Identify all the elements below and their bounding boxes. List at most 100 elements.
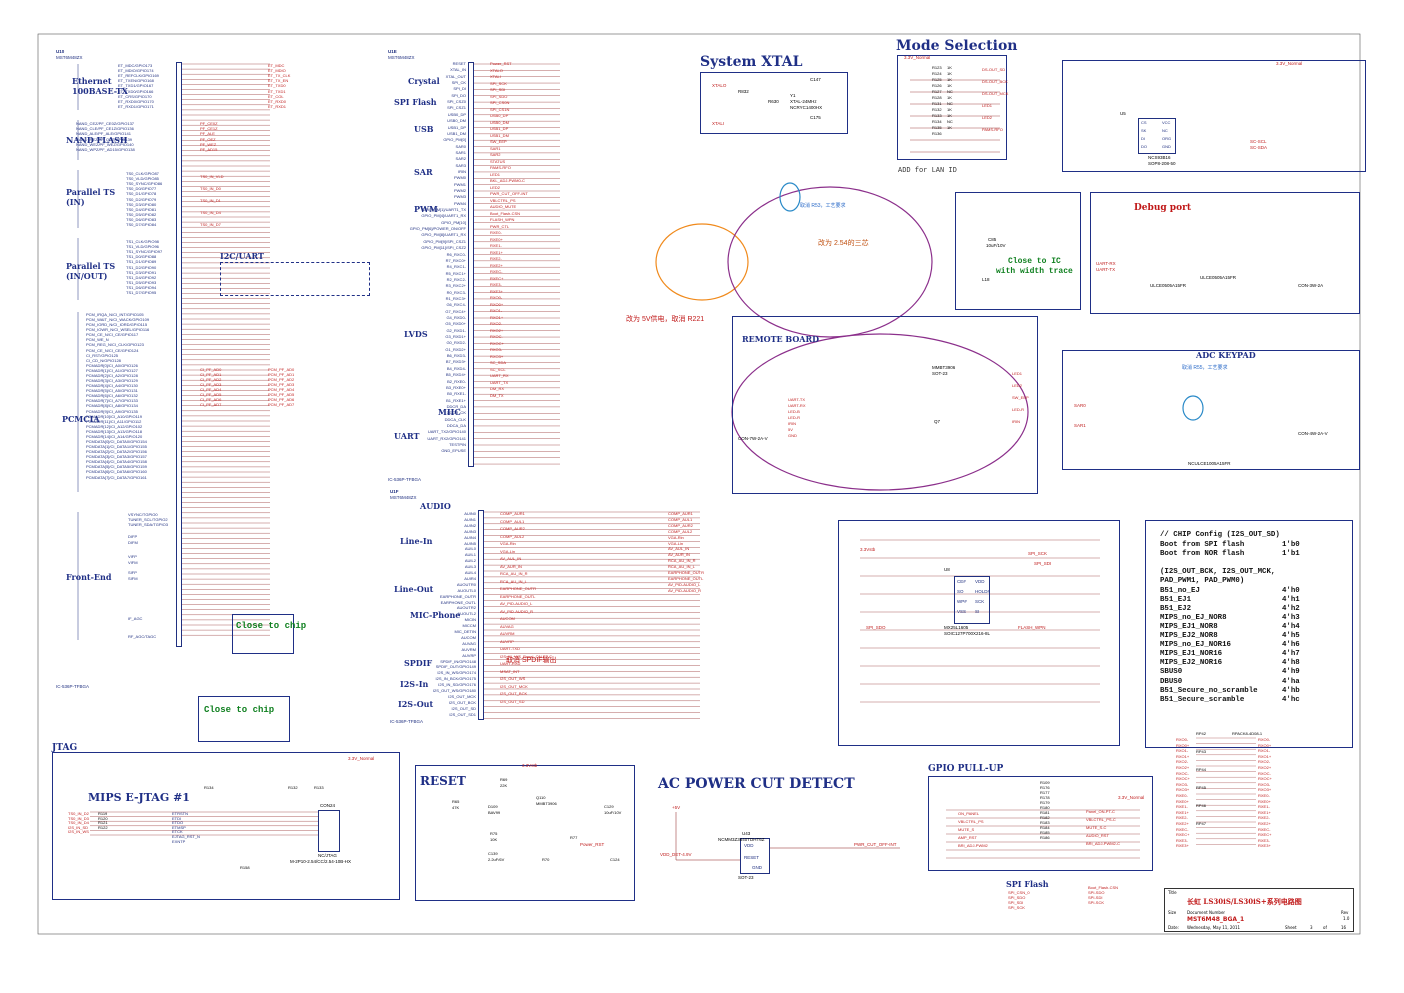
remote-pin: LED-B [788, 409, 800, 414]
u10-net-ethernet: ET_TXD0 [268, 83, 286, 89]
u10-net-pcm: CI_PF_AD6 [200, 397, 222, 402]
chip-config-value: 4'h7 [1282, 650, 1300, 659]
gpio-pullup-supply: 3.3V_Normal [1118, 795, 1145, 800]
u10-pin: TS0_D5/GPIO82 [126, 211, 157, 217]
chip-config-value: 4'hc [1282, 695, 1300, 704]
u1e-pin: USB0_DM [447, 118, 466, 124]
u1e-net: RXE2+ [490, 262, 503, 268]
u1e-pin: SAR2 [455, 156, 466, 162]
u1e-pin: G5_RXD0+ [445, 321, 466, 327]
mode-selection-block [897, 55, 1007, 160]
u10-pin: NAND_WEZ/PF_WEZ/GPIO140 [76, 141, 134, 147]
u1f-net: I2S_OUT_WS [500, 676, 526, 681]
debug-diode: ULCE0505A15FR [1200, 275, 1237, 280]
u1f-pin: MICCM [462, 623, 476, 629]
u10-pin: DIFP [128, 534, 138, 539]
u1f-net: RCA_AU_IN_R [500, 571, 528, 576]
u10-net-nand: PF_WEZ [200, 141, 217, 147]
u10-pin: PCM_WE_N [86, 337, 109, 343]
spi-flash-net-sck: SPI_SCK [1028, 551, 1048, 556]
eeprom-pin: GND [1162, 144, 1171, 149]
u10-pin: PCM_REG_N/CI_CLK/GPIO123 [86, 342, 144, 348]
jtag-block [52, 752, 400, 900]
title-company: 长虹 LS30iS/LS30iS+系列电路图 [1187, 897, 1302, 906]
u1e-net: USB0_DP [490, 113, 509, 118]
u1e-pin: R3_RXC2+ [445, 283, 466, 289]
chip-config-value: 4'h1 [1282, 595, 1300, 604]
spi-flash-pin: VDD [975, 579, 985, 584]
u10-pin: TS0_D4/GPIO81 [126, 206, 157, 212]
u10-net-pcm: CI_PF_AD7 [200, 402, 222, 407]
chip-config-key: B51_EJ2 [1160, 604, 1192, 613]
u10-chip-body [176, 62, 182, 647]
u1e-pin: SPI_DI [453, 86, 466, 92]
chip-config-value: 4'h2 [1282, 604, 1300, 613]
u10-net-pcm: CI_PF_AD5 [200, 392, 222, 397]
lvds-pin-in: RXE3+ [1176, 843, 1189, 849]
u10-pin: ET_TXD0/GPIO166 [118, 88, 154, 94]
u1e-part: MST6M48ZX [388, 55, 415, 60]
u1f-pin: AUIL3 [464, 564, 476, 570]
jtag-connector-body [318, 810, 340, 852]
spi-flash-pin: SCK [975, 599, 985, 604]
u10-pin: PCMDATA[7]/CI_DATA7/GPIO161 [86, 474, 147, 480]
mode-resistor: R127 [932, 89, 942, 94]
debug-connector: CON-3W-2A [1298, 283, 1324, 288]
u1e-pin: GPIO_PM[10] [441, 219, 466, 225]
u10-pin: PCMADR[4]/CI_A4/GPIO130 [86, 383, 138, 389]
adc-connector: CON-4W-2A-V [1298, 431, 1328, 436]
lvds-pin-out: RXE1+ [1258, 809, 1271, 815]
title-date-label: Date: [1168, 925, 1179, 930]
lvds-pin-in: RXEC- [1176, 826, 1189, 832]
u1e-pin: G3_RXD1+ [445, 334, 466, 340]
u1e-group-uart: UART [394, 431, 420, 441]
jtag-net: TS0_IN_D3 [68, 815, 89, 821]
note-cn-spdif: 取消 SPDIF输出 [506, 657, 557, 664]
u1e-pin: G2_RXD1- [446, 327, 466, 333]
u1e-net: RXE0- [490, 230, 502, 235]
spi-flash-pin: SO [957, 589, 964, 594]
u10-net-ethernet: ET_TX_EN [268, 78, 289, 84]
u10-net-pcm: CI_PF_AD0 [200, 367, 222, 372]
spi-flash-ref: U8 [944, 567, 950, 572]
u1e-pin: GPIO_PM[1]/UART1_TX [421, 207, 466, 213]
chip-config-value: 4'h5 [1282, 632, 1300, 640]
eeprom-block [1062, 60, 1366, 172]
u10-pin: PCMADR[0]/CI_A0/GPIO126 [86, 362, 138, 368]
reset-part: C124 [610, 857, 620, 862]
mode-net: DS-OUT_SD [982, 67, 1006, 72]
u1e-pin: SAR3 [455, 162, 466, 168]
ac-cut-pin-vdd: VDD [744, 843, 754, 848]
mode-net: LED2 [982, 115, 993, 120]
u1f-chip-body [478, 510, 484, 720]
gpio-resistor: R186 [1040, 835, 1050, 840]
u10-pin: PCM_IRQA_N/CI_INT/GPIO105 [86, 312, 144, 317]
u1f-net: AV_PID-AUDIO_L [500, 601, 533, 606]
u1f-pin: AUIL1 [464, 552, 476, 558]
lvds-pin-in: RXO2+ [1176, 765, 1190, 770]
u10-pin: PCMDATA[4]/CI_DATA4/GPIO158 [86, 459, 147, 465]
u10-pin: RF_AGC/TAGC [128, 634, 157, 639]
u1e-net: LED1 [490, 171, 501, 177]
adc-diode: NCULCE1005A15FR [1188, 461, 1231, 466]
u1e-net: AUDIO_MUTE [490, 204, 517, 209]
remote-pin: UART-TX [788, 397, 806, 402]
u1f-pin: AUIL4 [464, 570, 476, 575]
xtal-res-2: R832 [738, 89, 749, 94]
u10-net-pcm-out: PCM_PF_AD6 [268, 397, 295, 402]
chip-config-key: (I2S_OUT_BCK, I2S_OUT_MCK, [1160, 568, 1276, 577]
u10-net-pcm-out: PCM_PF_AD5 [268, 392, 295, 397]
u1f-pin: MICIN [464, 617, 476, 623]
section-title-debug-port: Debug port [1134, 203, 1191, 213]
lvds-pin-out: RXO0+ [1258, 742, 1272, 748]
gpio-net-in: AMP_RST [958, 835, 977, 840]
lvds-pin-in: RXE2- [1176, 815, 1188, 821]
lvds-pin-out: RXO3- [1258, 781, 1271, 787]
u1f-pin: AUIN5 [464, 540, 476, 546]
u1f-net: COMP_AUL2 [500, 533, 525, 539]
u10-net-nand: PF_OEZ [200, 136, 216, 142]
chip-config-key: MIPS_no_EJ_NOR16 [1160, 641, 1231, 650]
xtal-model: NCRYC1400HX [790, 105, 823, 110]
u1e-pin: DDCR_DA [446, 403, 466, 409]
u10-pin: TS1_D4/GPIO92 [126, 274, 157, 280]
